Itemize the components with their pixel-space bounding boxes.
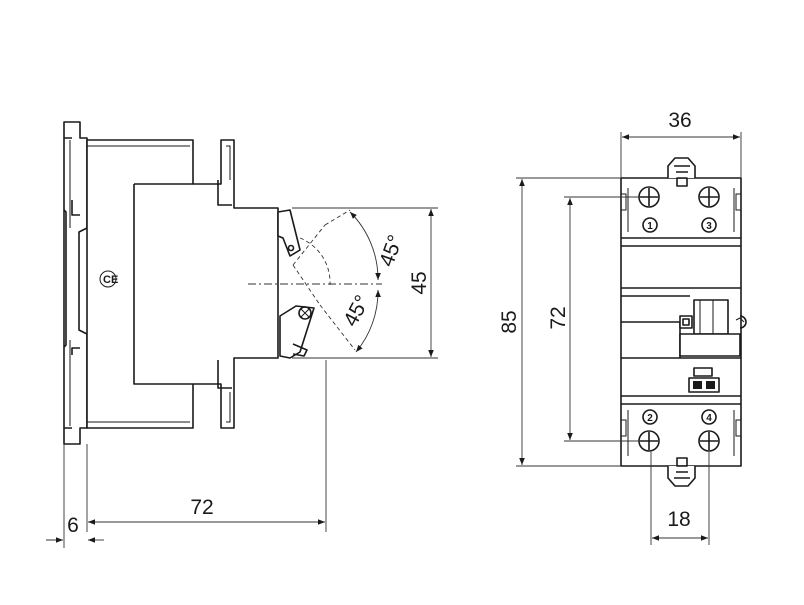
dim-rail-offset-label: 6 — [67, 514, 79, 537]
din-rail-clip — [63, 121, 88, 445]
dim-terminal-pitch-v-label: 72 — [547, 306, 570, 329]
dim-width-label: 36 — [668, 109, 691, 132]
screw-terminal-1 — [638, 186, 660, 208]
terminal-label-2: 2 — [647, 413, 653, 424]
housing-profile — [86, 139, 279, 429]
angle-up-label: 45° — [375, 232, 407, 270]
dim-handle-travel-label: 45 — [408, 271, 431, 294]
screw-terminal-4 — [698, 430, 720, 452]
top-clip — [667, 157, 696, 187]
toggle-lever — [277, 209, 315, 359]
dim-handle-travel — [292, 207, 438, 359]
front-panel-divisions — [621, 237, 741, 405]
screw-terminal-2 — [638, 430, 660, 452]
front-view: 1 3 2 4 36 85 72 18 — [498, 109, 747, 545]
dim-depth-label: 72 — [190, 496, 213, 519]
dim-terminal-pitch-h-label: 18 — [667, 508, 690, 531]
test-button — [688, 367, 720, 393]
ce-mark-ring — [99, 270, 117, 288]
dim-terminal-pitch-h — [650, 452, 710, 545]
terminal-label-3: 3 — [706, 221, 712, 232]
pivot-centerlines — [248, 209, 382, 351]
dim-terminal-pitch-v — [564, 196, 640, 442]
bottom-clip — [667, 457, 696, 487]
dim-rail-offset — [46, 444, 104, 548]
angle-arcs — [349, 211, 381, 353]
side-view: CE 45° 45° 45 — [46, 121, 438, 548]
dim-width — [620, 132, 742, 178]
dim-height — [516, 177, 621, 467]
toggle-window — [621, 295, 747, 358]
screw-terminal-3 — [698, 186, 720, 208]
terminal-label-4: 4 — [706, 413, 712, 424]
terminal-label-1: 1 — [647, 221, 653, 232]
angle-down-label: 45° — [339, 292, 374, 331]
dim-depth — [86, 360, 327, 532]
dim-height-label: 85 — [498, 310, 521, 333]
